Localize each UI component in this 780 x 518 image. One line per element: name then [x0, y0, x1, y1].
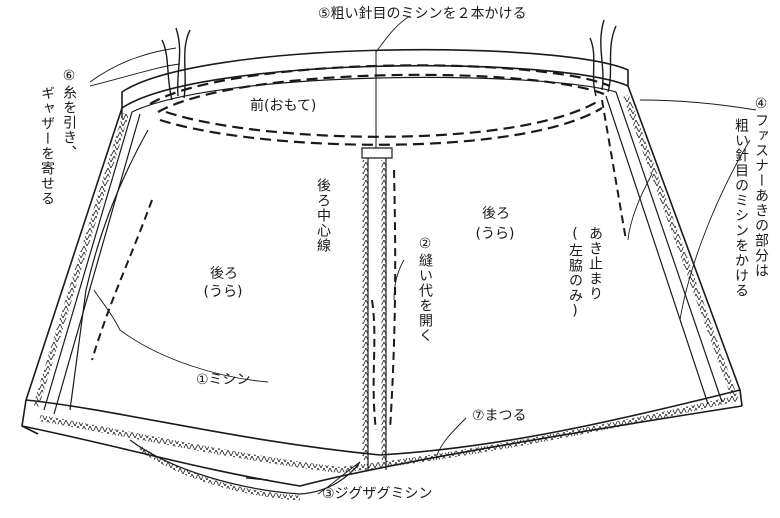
thread-tails [161, 19, 617, 101]
label-step7: ⑦まつる [472, 408, 527, 424]
label-step6-line2: ギャザーを寄せる [39, 86, 55, 206]
label-center-back-line: 後ろ中心線 [315, 178, 331, 253]
label-front: 前(おもて) [250, 98, 317, 114]
waistband [121, 48, 629, 118]
label-step3: ③ジグザグミシン [322, 486, 433, 502]
label-opening-end-line1: あき止まり [587, 226, 603, 301]
label-step6-line1: ⑥糸を引き、 [61, 68, 77, 160]
center-back-seam [361, 50, 397, 470]
right-seam [601, 91, 737, 405]
label-opening-end-line2: (左脇のみ) [567, 226, 583, 320]
label-step2: ②縫い代を開く [417, 236, 433, 343]
label-step4-line1: ④ファスナーあきの部分は [753, 96, 769, 278]
label-back-right: 後ろ [482, 206, 510, 222]
leader-lines [89, 15, 757, 495]
label-back-left-sub: (うら) [203, 284, 243, 300]
label-back-left: 後ろ [210, 266, 238, 282]
label-back-right-sub: (うら) [475, 226, 515, 242]
label-step5: ⑤粗い針目のミシンを２本かける [318, 6, 527, 22]
label-step1: ①ミシン [196, 372, 251, 388]
left-seam [33, 111, 153, 415]
label-step4-line2: 粗い針目のミシンをかける [733, 118, 749, 298]
hem-allowance [39, 395, 739, 501]
gathering-stitches [149, 64, 611, 146]
